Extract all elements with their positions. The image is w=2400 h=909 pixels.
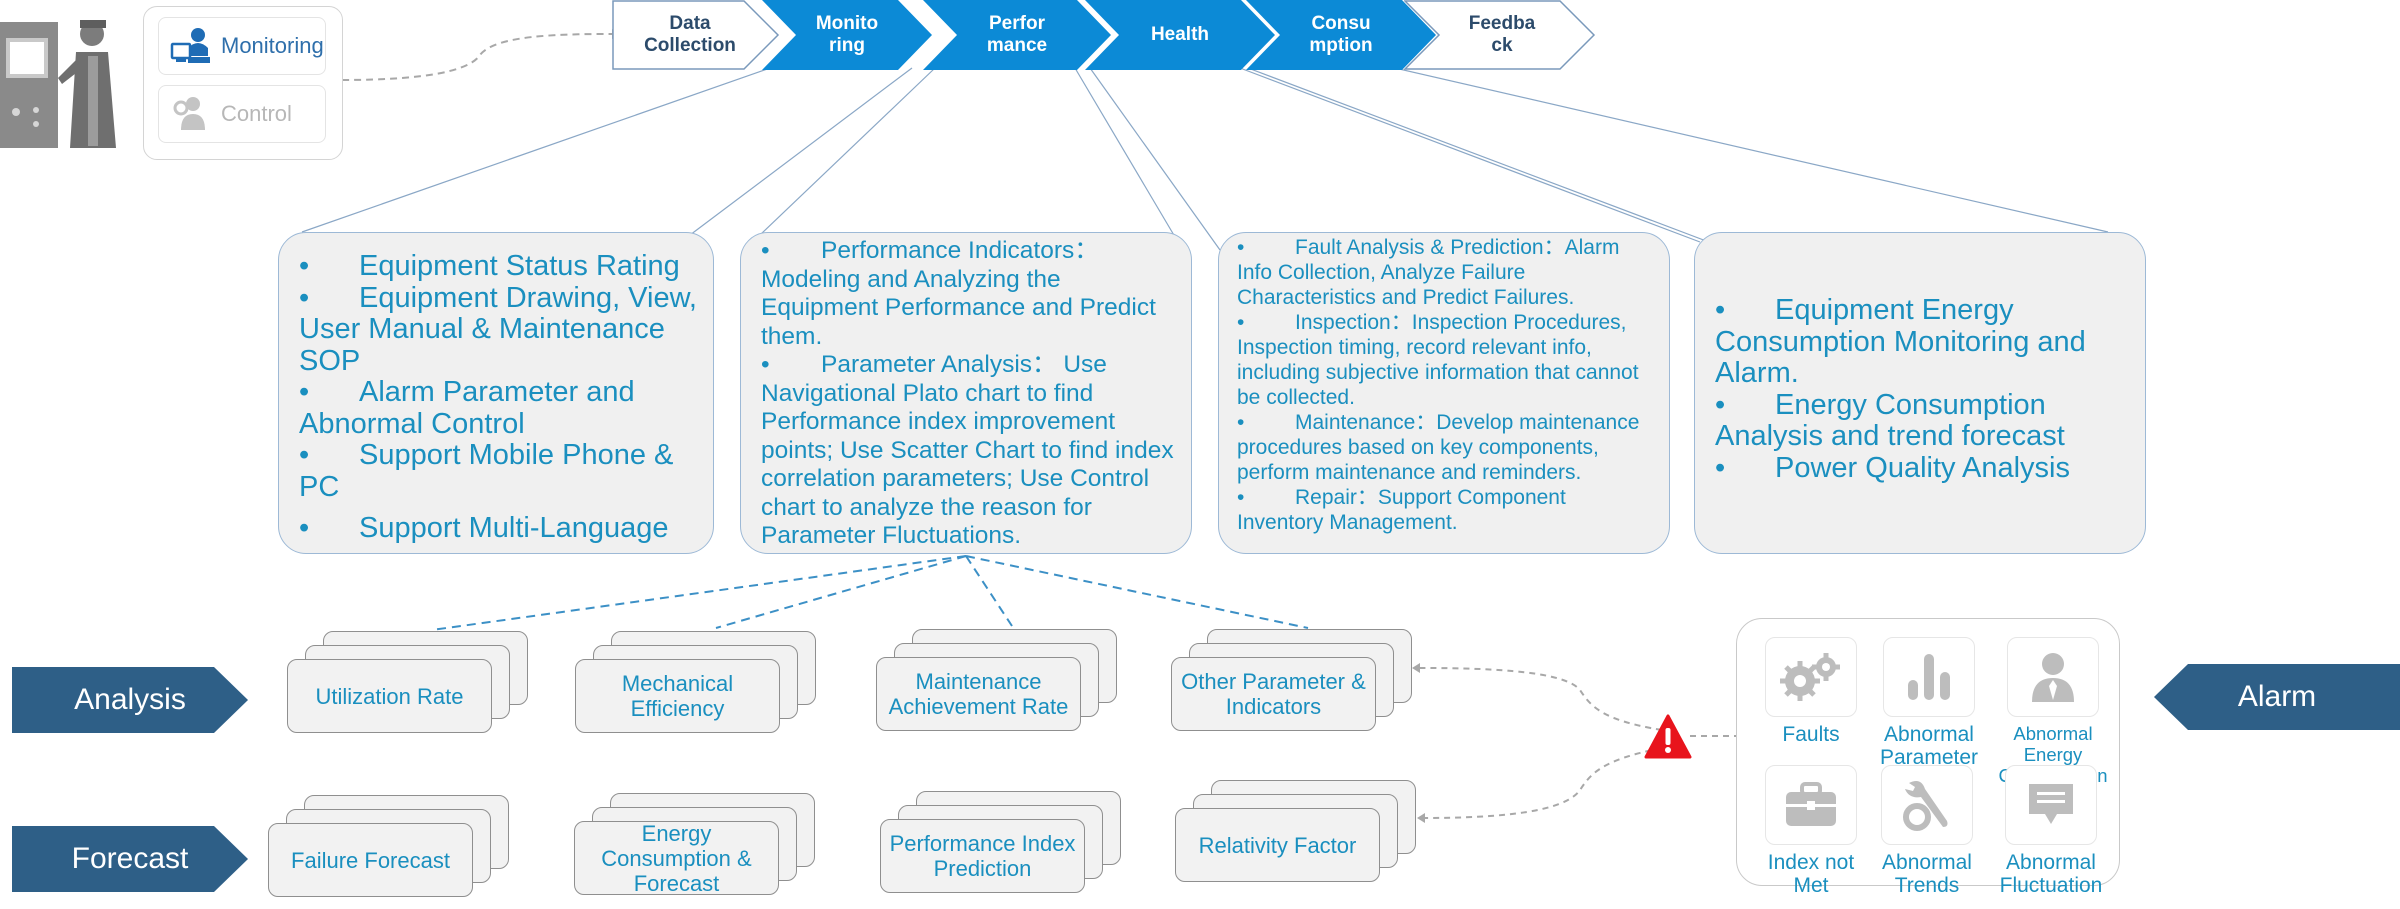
health-detail-item: Inspection：Inspection Procedures, Inspec… — [1237, 310, 1657, 410]
alarm-panel: Faults Abnormal Parameter Abnormal Energ… — [1736, 618, 2120, 897]
alarm-item-faults[interactable]: Faults — [1751, 637, 1871, 746]
operator-illustration — [0, 12, 132, 148]
control-button[interactable]: Control — [158, 85, 326, 143]
analysis-label[interactable]: Analysis — [12, 667, 248, 733]
consumption-details-box: Equipment Energy Consumption Monitoring … — [1694, 232, 2146, 554]
consumption-detail-item: Equipment Energy Consumption Monitoring … — [1715, 294, 2131, 390]
data-collection-chevron-outline — [612, 0, 780, 70]
forecast-card-failure[interactable]: Failure Forecast — [268, 795, 509, 899]
alarm-item-abnormal-energy[interactable]: Abnormal Energy Consumption — [1993, 637, 2113, 786]
analysis-card-label: Other Parameter & Indicators — [1171, 657, 1376, 731]
monitoring-detail-item: Support Mobile Phone & PC — [299, 439, 699, 503]
analysis-card-other-parameters[interactable]: Other Parameter & Indicators — [1171, 629, 1412, 733]
alarm-item-abnormal-fluctuation[interactable]: Abnormal Fluctuation — [1991, 765, 2111, 897]
forecast-card-label: Relativity Factor — [1175, 808, 1380, 882]
performance-details-box: Performance Indicators：Modeling and Anal… — [740, 232, 1192, 554]
alarm-item-label: Abnormal Trends — [1882, 851, 1972, 897]
alarm-item-label: Index not Met — [1767, 851, 1855, 897]
step-feedback[interactable]: Feedba ck — [1468, 13, 1536, 56]
monitoring-detail-item: Equipment Drawing, View, User Manual & M… — [299, 282, 699, 378]
chat-bubble-icon — [2005, 765, 2097, 845]
alarm-item-abnormal-trends[interactable]: Abnormal Trends — [1867, 765, 1987, 897]
monitoring-details-box: Equipment Status Rating Equipment Drawin… — [278, 232, 714, 554]
monitoring-operator-icon — [169, 24, 213, 68]
consumption-detail-item: Energy Consumption Analysis and trend fo… — [1715, 389, 2131, 453]
forecast-label[interactable]: Forecast — [12, 826, 248, 892]
analysis-card-label: Mechanical Efficiency — [575, 659, 780, 733]
monitoring-detail-item: Equipment Status Rating — [299, 250, 699, 283]
monitoring-detail-item: Alarm Parameter and Abnormal Control — [299, 376, 699, 440]
analysis-card-mechanical-efficiency[interactable]: Mechanical Efficiency — [575, 631, 816, 735]
health-detail-item: Fault Analysis & Prediction：Alarm Info C… — [1237, 235, 1657, 310]
wrench-gear-icon — [1881, 765, 1973, 845]
performance-detail-item: Parameter Analysis： Use Navigational Pla… — [761, 351, 1177, 551]
health-detail-item: Repair：Support Component Inventory Manag… — [1237, 485, 1657, 535]
consumption-detail-item: Power Quality Analysis — [1715, 452, 2131, 485]
analysis-card-maintenance-achievement[interactable]: Maintenance Achievement Rate — [876, 629, 1117, 733]
performance-detail-item: Performance Indicators：Modeling and Anal… — [761, 237, 1177, 351]
health-detail-item: Maintenance：Develop maintenance procedur… — [1237, 410, 1657, 485]
alarm-item-index-not-met[interactable]: Index not Met — [1751, 765, 1871, 897]
bar-chart-icon — [1883, 637, 1975, 717]
person-icon — [2007, 637, 2099, 717]
alarm-item-label: Abnormal Parameter — [1879, 723, 1979, 769]
health-details-box: Fault Analysis & Prediction：Alarm Info C… — [1218, 232, 1670, 554]
alarm-item-abnormal-parameter[interactable]: Abnormal Parameter — [1869, 637, 1989, 769]
monitoring-button[interactable]: Monitoring — [158, 17, 326, 75]
analysis-card-label: Utilization Rate — [287, 659, 492, 733]
monitoring-detail-item: Support Multi-Language — [299, 512, 699, 545]
step-data-collection[interactable]: Data Collection — [644, 13, 736, 56]
analysis-card-utilization[interactable]: Utilization Rate — [287, 631, 528, 735]
briefcase-icon — [1765, 765, 1857, 845]
gears-icon — [1765, 637, 1857, 717]
control-label: Control — [221, 101, 292, 126]
forecast-card-performance-index[interactable]: Performance Index Prediction — [880, 791, 1121, 895]
monitoring-label: Monitoring — [221, 33, 324, 58]
forecast-card-relativity-factor[interactable]: Relativity Factor — [1175, 780, 1416, 884]
forecast-card-label: Performance Index Prediction — [880, 819, 1085, 893]
mode-panel: Monitoring Control — [143, 6, 343, 160]
feedback-chevron-outline — [1404, 0, 1596, 70]
alarm-item-label: Faults — [1782, 723, 1840, 746]
forecast-card-energy-consumption[interactable]: Energy Consumption & Forecast — [574, 793, 815, 897]
alarm-item-label: Abnormal Fluctuation — [1999, 851, 2103, 897]
control-operator-icon — [169, 92, 213, 136]
warning-icon — [1644, 714, 1692, 760]
forecast-card-label: Energy Consumption & Forecast — [574, 821, 779, 896]
forecast-card-label: Failure Forecast — [268, 823, 473, 897]
alarm-label[interactable]: Alarm — [2154, 664, 2400, 730]
analysis-card-label: Maintenance Achievement Rate — [876, 657, 1081, 731]
